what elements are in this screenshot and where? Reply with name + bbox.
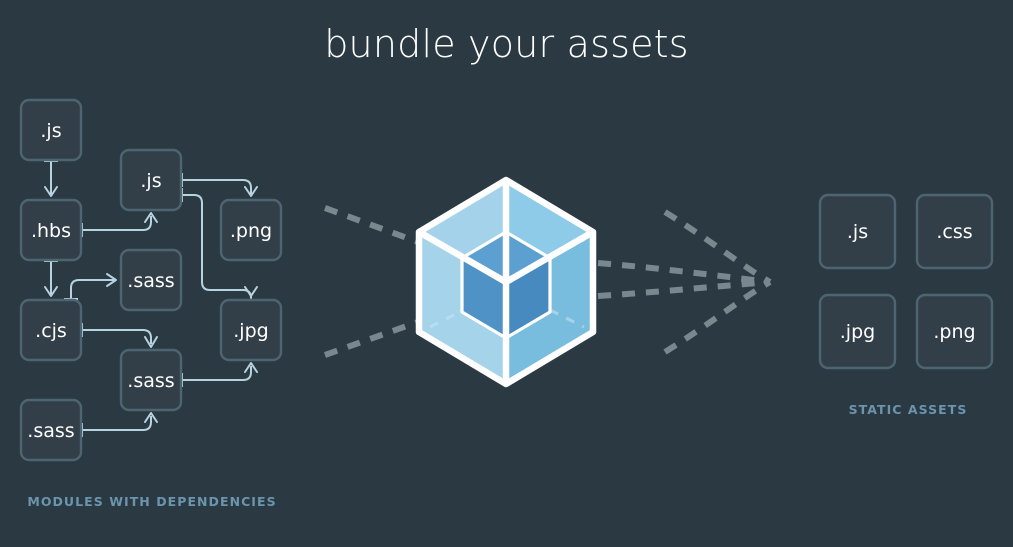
asset-label: .jpg (840, 321, 875, 343)
module-box-png[interactable]: .png (219, 198, 283, 262)
asset-box-jpg[interactable]: .jpg (818, 293, 897, 370)
module-label: .js (140, 170, 161, 192)
flow-line-input-top (323, 205, 420, 245)
module-box-js-top[interactable]: .js (19, 98, 83, 162)
edge-js-to-png (181, 173, 258, 197)
edge-sass-bot-to-sass-low (81, 412, 158, 437)
module-label: .sass (127, 370, 174, 392)
output-flow-lines (597, 209, 772, 355)
module-box-sass-upper[interactable]: .sass (119, 248, 183, 312)
flow-line-output-2 (597, 260, 771, 285)
asset-label: .css (936, 221, 972, 243)
module-box-js-mid[interactable]: .js (119, 148, 183, 212)
flow-line-output-3 (597, 279, 771, 299)
flow-line-output-1 (663, 209, 772, 285)
asset-box-css[interactable]: .css (915, 193, 994, 270)
flow-line-output-4 (663, 279, 772, 355)
module-label: .sass (127, 270, 174, 292)
input-flow-lines (323, 205, 420, 358)
module-box-hbs[interactable]: .hbs (19, 198, 83, 262)
module-label: .png (230, 220, 272, 242)
modules-caption: MODULES WITH DEPENDENCIES (27, 494, 276, 509)
asset-label: .js (847, 221, 868, 243)
asset-box-png[interactable]: .png (915, 293, 994, 370)
module-box-sass-bottom[interactable]: .sass (19, 398, 83, 462)
page-title: bundle your assets (324, 22, 689, 66)
edge-cjs-to-sass-low (81, 323, 158, 348)
module-box-sass-lower[interactable]: .sass (119, 348, 183, 412)
module-label: .sass (27, 420, 74, 442)
module-box-cjs[interactable]: .cjs (19, 298, 83, 362)
edge-hbs-to-cjs (44, 260, 58, 297)
module-label: .jpg (233, 320, 268, 342)
asset-box-js[interactable]: .js (818, 193, 897, 270)
assets-group: .js .css .jpg .png STATIC ASSETS (818, 193, 994, 417)
webpack-cube-logo (415, 176, 597, 388)
asset-label: .png (933, 321, 975, 343)
edge-sass-low-to-jpg (181, 362, 258, 387)
flow-line-input-bottom (323, 319, 420, 358)
edge-hbs-to-js (81, 212, 158, 237)
module-label: .cjs (35, 320, 67, 342)
edge-js-to-hbs (44, 160, 58, 197)
modules-group: .js .js .png .hbs .sass .cjs (19, 98, 283, 509)
module-label: .hbs (31, 220, 71, 242)
module-box-jpg[interactable]: .jpg (219, 298, 283, 362)
assets-caption: STATIC ASSETS (849, 402, 968, 417)
module-label: .js (40, 120, 61, 142)
edge-cjs-to-sass-up (64, 273, 117, 300)
